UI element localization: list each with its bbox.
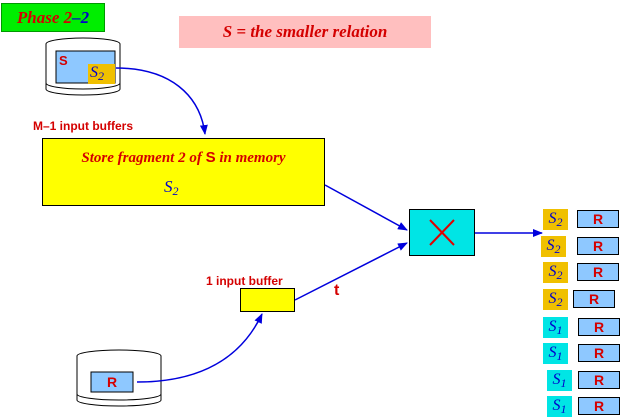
output-s-tag: S2 bbox=[543, 289, 568, 310]
output-r-box: R bbox=[578, 371, 620, 389]
output-s-tag: S1 bbox=[543, 343, 568, 364]
tuple-label: t bbox=[334, 282, 340, 299]
arrow-disk-to-memory bbox=[115, 67, 208, 135]
arrow-buffer-to-join bbox=[294, 242, 408, 301]
output-s-tag: S1 bbox=[543, 317, 568, 338]
definition-text: S = the smaller relation bbox=[222, 22, 388, 41]
output-s-label: S2 bbox=[546, 236, 561, 256]
output-r-box: R bbox=[577, 210, 619, 228]
output-s-label: S2 bbox=[548, 262, 563, 282]
output-r-box: R bbox=[578, 318, 620, 336]
memory-buffer: Store fragment 2 of S in memory S2 bbox=[42, 138, 325, 206]
output-r-box: R bbox=[577, 237, 619, 255]
memory-buffer-title: Store fragment 2 of S in memory bbox=[81, 149, 286, 166]
phase-prefix: Phase 2 bbox=[16, 7, 73, 27]
disk-top-fragment-label: S2 bbox=[90, 64, 104, 83]
output-r-box: R bbox=[578, 397, 620, 415]
output-s-tag: S2 bbox=[543, 209, 568, 230]
disk-bottom-icon bbox=[76, 349, 162, 407]
output-s-label: S1 bbox=[548, 343, 563, 363]
arrow-disk-to-buffer bbox=[136, 313, 263, 383]
output-s-label: S2 bbox=[548, 209, 563, 229]
output-s-label: S1 bbox=[548, 317, 563, 337]
output-s-label: S1 bbox=[552, 396, 567, 416]
output-r-box: R bbox=[578, 344, 620, 362]
phase-suffix: 2 bbox=[80, 7, 90, 27]
join-operator bbox=[409, 209, 475, 256]
disk-top-icon bbox=[45, 37, 121, 96]
join-cross-icon bbox=[429, 219, 455, 246]
phase-title: Phase 2–2 bbox=[1, 3, 105, 32]
disk-bottom-relation-label: R bbox=[106, 374, 118, 390]
output-s-label: S2 bbox=[548, 289, 563, 309]
output-s-tag: S1 bbox=[547, 396, 572, 417]
output-s-tag: S2 bbox=[543, 262, 568, 283]
definition-box: S = the smaller relation bbox=[179, 16, 431, 48]
memory-buffer-caption: M–1 input buffers bbox=[33, 119, 134, 133]
memory-buffer-content: S2 bbox=[164, 177, 179, 198]
output-s-tag: S2 bbox=[541, 236, 566, 257]
output-s-label: S1 bbox=[552, 370, 567, 390]
arrow-memory-to-join bbox=[324, 184, 408, 231]
output-r-box: R bbox=[577, 263, 619, 281]
small-buffer-caption: 1 input buffer bbox=[206, 274, 283, 288]
output-s-tag: S1 bbox=[547, 370, 572, 391]
small-buffer bbox=[240, 288, 295, 312]
phase-dash: – bbox=[72, 7, 81, 27]
output-r-box: R bbox=[573, 290, 615, 308]
disk-top-relation-label: S bbox=[59, 53, 68, 68]
